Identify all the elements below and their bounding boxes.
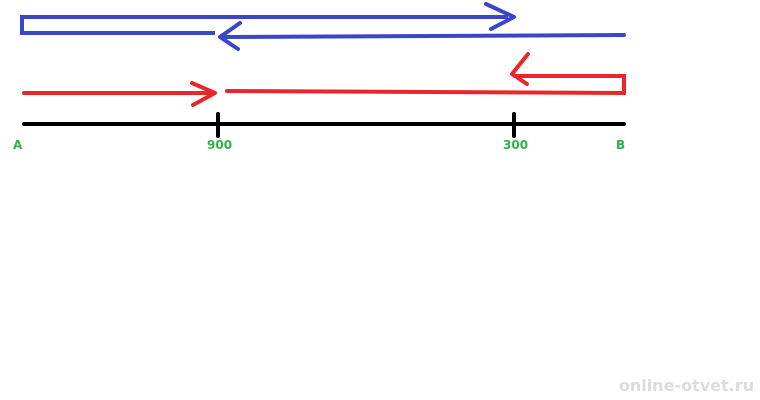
label-300: 300	[503, 138, 529, 152]
blue-upper-arrowhead	[484, 2, 516, 31]
watermark: online-otvet.ru	[618, 376, 754, 395]
blue-lower-arrowhead	[218, 21, 242, 51]
label-point-b: B	[616, 138, 626, 152]
label-point-a: A	[13, 138, 23, 152]
red-right-arrowhead	[510, 52, 530, 86]
red-right-path	[225, 74, 626, 96]
blue-route	[20, 2, 626, 51]
label-900: 900	[207, 138, 233, 152]
blue-lower-path	[220, 33, 626, 39]
red-left-arrowhead	[190, 81, 217, 107]
red-route	[22, 52, 626, 107]
axis-line	[22, 112, 626, 138]
blue-upper-path	[20, 15, 508, 35]
